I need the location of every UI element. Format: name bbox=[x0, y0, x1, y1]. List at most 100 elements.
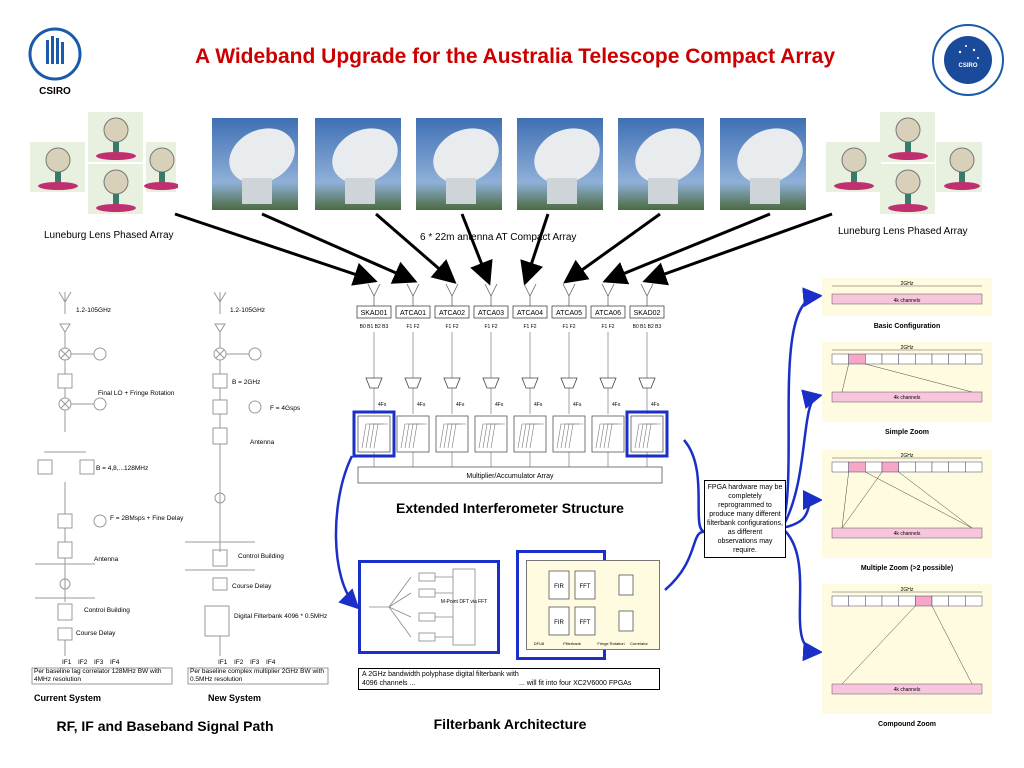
extended-structure-title: Extended Interferometer Structure bbox=[396, 500, 624, 516]
inner-label-0: DFU8 bbox=[534, 641, 545, 646]
inner-label-3: Correlator bbox=[630, 641, 648, 646]
cur-delay: Course Delay bbox=[76, 630, 116, 637]
compact-array-label: 6 * 22m antenna AT Compact Array bbox=[420, 232, 577, 243]
csiro-75-years-logo: CSIRO bbox=[20, 18, 90, 98]
fir-label-1: FIR bbox=[554, 584, 564, 590]
fs-label-6: 4Fs bbox=[612, 402, 621, 408]
new-if-2: IF2 bbox=[234, 659, 244, 666]
filterbank-box-1 bbox=[396, 415, 430, 453]
atnf-logo: CSIRO bbox=[930, 22, 1006, 98]
fft-label-1: FFT bbox=[580, 584, 591, 590]
config-bw-2: 2GHz bbox=[901, 453, 914, 459]
dish-photo-2 bbox=[315, 118, 401, 210]
inner-label-2: Fringe Rotation bbox=[597, 641, 624, 646]
fir-label-2: FIR bbox=[554, 620, 564, 626]
fs-label-4: 4Fs bbox=[534, 402, 543, 408]
new-if-4: IF4 bbox=[266, 659, 276, 666]
highlight-skad01 bbox=[352, 410, 396, 458]
cur-sampling: F = 2BMsps + Fine Delay bbox=[110, 515, 184, 522]
cur-antenna: Antenna bbox=[94, 556, 119, 563]
highlight-skad02 bbox=[625, 410, 669, 458]
new-control: Control Building bbox=[238, 553, 284, 560]
dish-photo-3 bbox=[416, 118, 502, 210]
config-bw-1: 2GHz bbox=[901, 345, 914, 351]
dish-row bbox=[212, 118, 812, 212]
current-system-title: Current System bbox=[34, 693, 102, 703]
filterbank-architecture-title: Filterbank Architecture bbox=[433, 716, 587, 732]
antenna-column-0: SKAD01 B0 B1 B2 B3 4Fs bbox=[356, 283, 392, 467]
filterbank-block-left: M-Point DFT via FFT bbox=[358, 560, 500, 654]
rf-path-title: RF, IF and Baseband Signal Path bbox=[56, 718, 274, 734]
inner-label-1: Filterbank bbox=[563, 641, 581, 646]
luneburg-left-label: Luneburg Lens Phased Array bbox=[44, 230, 174, 241]
cur-freq: 1.2-105GHz bbox=[76, 307, 111, 314]
antenna-sub-4: F1 F2 bbox=[523, 324, 536, 330]
new-sampling: F = 4Gsps bbox=[270, 405, 301, 412]
antenna-label-1: ATCA01 bbox=[400, 310, 426, 317]
new-caption: Per baseline complex multiplier 2GHz BW … bbox=[190, 668, 325, 683]
antenna-sub-7: B0 B1 B2 B3 bbox=[633, 324, 662, 330]
cur-if-1: IF1 bbox=[62, 659, 72, 666]
config-ch-2: 4k channels bbox=[894, 531, 921, 537]
antenna-sub-1: F1 F2 bbox=[406, 324, 419, 330]
new-if-1: IF1 bbox=[218, 659, 228, 666]
antenna-sub-2: F1 F2 bbox=[445, 324, 458, 330]
cur-if-3: IF3 bbox=[94, 659, 104, 666]
filterbank-box-4 bbox=[513, 415, 547, 453]
config-name-1: Simple Zoom bbox=[885, 429, 929, 436]
antenna-label-4: ATCA04 bbox=[517, 310, 543, 317]
antenna-label-5: ATCA05 bbox=[556, 310, 582, 317]
antenna-label-3: ATCA03 bbox=[478, 310, 504, 317]
luneburg-array-right-image bbox=[824, 112, 984, 216]
interferometer-diagram: Multiplier/Accumulator Array SKAD01 B0 B1… bbox=[350, 282, 670, 492]
config-name-2: Multiple Zoom (>2 possible) bbox=[861, 565, 953, 572]
fpga-note: FPGA hardware may be completely reprogra… bbox=[704, 480, 786, 558]
antenna-sub-6: F1 F2 bbox=[601, 324, 614, 330]
new-filterbank: Digital Filterbank 4096 * 0.5MHz bbox=[234, 613, 327, 620]
antenna-label-6: ATCA06 bbox=[595, 310, 621, 317]
fs-label-7: 4Fs bbox=[651, 402, 660, 408]
dft-label: M-Point DFT via FFT bbox=[441, 599, 488, 605]
config-name-3: Compound Zoom bbox=[878, 721, 936, 728]
antenna-label-2: ATCA02 bbox=[439, 310, 465, 317]
config-bw-3: 2GHz bbox=[901, 587, 914, 593]
luneburg-array-left-image bbox=[28, 112, 180, 216]
antenna-label-0: SKAD01 bbox=[361, 310, 388, 317]
multiplier-label: Multiplier/Accumulator Array bbox=[466, 473, 554, 480]
antenna-column-4: ATCA04 F1 F2 4Fs bbox=[512, 283, 548, 467]
signal-path-diagrams: 1.2-105GHz Final LO + Fringe Rotation B … bbox=[30, 291, 340, 712]
antenna-sub-0: B0 B1 B2 B3 bbox=[360, 324, 389, 330]
fpga-board: FIR FFT FIR FFT DFU8 Filterbank Fringe R… bbox=[526, 560, 660, 650]
filterbank-box-2 bbox=[435, 415, 469, 453]
antenna-sub-3: F1 F2 bbox=[484, 324, 497, 330]
page-title: A Wideband Upgrade for the Australia Tel… bbox=[194, 45, 836, 68]
cur-control: Control Building bbox=[84, 607, 130, 614]
fs-label-5: 4Fs bbox=[573, 402, 582, 408]
cur-caption: Per baseline lag correlator 128MHz BW wi… bbox=[34, 668, 162, 683]
cur-lo: Final LO + Fringe Rotation bbox=[98, 390, 175, 397]
dish-photo-1 bbox=[212, 118, 298, 210]
logo-left-name: CSIRO bbox=[39, 86, 71, 97]
new-bw: B = 2GHz bbox=[232, 379, 260, 386]
cur-if-2: IF2 bbox=[78, 659, 88, 666]
new-freq: 1.2-105GHz bbox=[230, 307, 265, 314]
filterbank-box-0 bbox=[357, 415, 391, 453]
luneburg-right-label: Luneburg Lens Phased Array bbox=[838, 226, 968, 237]
filterbank-box-6 bbox=[591, 415, 625, 453]
dish-photo-6 bbox=[720, 118, 806, 210]
config-ch-0: 4k channels bbox=[894, 298, 921, 304]
filterbank-note-box: A 2GHz bandwidth polyphase digital filte… bbox=[358, 668, 660, 690]
fs-label-2: 4Fs bbox=[456, 402, 465, 408]
config-ch-1: 4k channels bbox=[894, 395, 921, 401]
fs-label-0: 4Fs bbox=[378, 402, 387, 408]
new-system-title: New System bbox=[208, 693, 262, 703]
